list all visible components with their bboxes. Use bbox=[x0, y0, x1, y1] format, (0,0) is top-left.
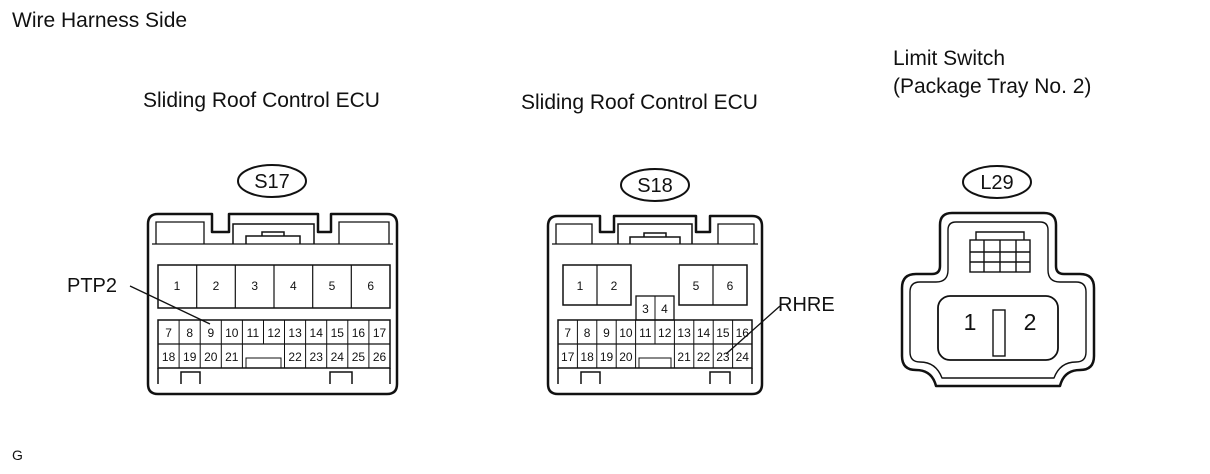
s18-pin-20: 20 bbox=[619, 350, 633, 364]
s18-callout-label: RHRE bbox=[778, 294, 835, 316]
s17-pin-24: 24 bbox=[331, 350, 345, 364]
s18-pin-22: 22 bbox=[697, 350, 711, 364]
s17-pin-5: 5 bbox=[329, 279, 336, 293]
l29-latch bbox=[969, 231, 1031, 273]
figure-code: G bbox=[12, 447, 23, 463]
s17-pin-21: 21 bbox=[225, 350, 239, 364]
s17-pin-9: 9 bbox=[207, 326, 214, 340]
l29-housing-inner bbox=[909, 221, 1087, 379]
s17-row2-dividers bbox=[178, 344, 370, 368]
s18-pin-8: 8 bbox=[584, 326, 591, 340]
s18-pin-9: 9 bbox=[603, 326, 610, 340]
s18-bottom-key bbox=[557, 368, 753, 384]
s17-pin-26: 26 bbox=[373, 350, 387, 364]
s17-pin-4: 4 bbox=[290, 279, 297, 293]
l29-connector: L29 1 2 bbox=[900, 165, 1096, 388]
l29-connector-name-line1: Limit Switch bbox=[893, 47, 1006, 70]
s17-top-pin-dividers bbox=[196, 265, 352, 308]
s18-pin-11: 11 bbox=[639, 326, 652, 340]
s17-pin-14: 14 bbox=[310, 326, 324, 340]
s18-pin-13: 13 bbox=[677, 326, 691, 340]
l29-pin-cavity bbox=[937, 295, 1059, 361]
s17-pin-7: 7 bbox=[165, 326, 172, 340]
s18-housing-inner-line bbox=[552, 223, 758, 245]
s17-pin-6: 6 bbox=[367, 279, 374, 293]
s17-bottom-key bbox=[157, 368, 391, 384]
s18-pin-7: 7 bbox=[564, 326, 571, 340]
s17-pin-23: 23 bbox=[310, 350, 324, 364]
s17-pin-20: 20 bbox=[204, 350, 218, 364]
s18-latch bbox=[617, 223, 693, 244]
s17-pin-19: 19 bbox=[183, 350, 197, 364]
l29-pin-1: 1 bbox=[964, 309, 977, 335]
s17-latch bbox=[232, 223, 315, 244]
s18-pin-10: 10 bbox=[619, 326, 633, 340]
s18-row1-dividers bbox=[576, 320, 734, 344]
s17-pin-17: 17 bbox=[373, 326, 387, 340]
s18-pin-24: 24 bbox=[736, 350, 750, 364]
s17-pin-2: 2 bbox=[213, 279, 220, 293]
s18-label-oval bbox=[620, 168, 690, 202]
s18-label: S18 bbox=[637, 175, 673, 197]
s18-pin-2: 2 bbox=[611, 279, 618, 293]
s17-pin-13: 13 bbox=[288, 326, 302, 340]
l29-connector-name-line2: (Package Tray No. 2) bbox=[893, 75, 1092, 98]
s17-pin-8: 8 bbox=[186, 326, 193, 340]
s17-pin-25: 25 bbox=[352, 350, 366, 364]
s17-pin-16: 16 bbox=[352, 326, 366, 340]
s18-pin-21: 21 bbox=[677, 350, 691, 364]
s18-pin-4: 4 bbox=[661, 302, 668, 316]
s18-pin-6: 6 bbox=[727, 279, 734, 293]
s18-pin-14: 14 bbox=[697, 326, 711, 340]
s17-housing-outline bbox=[146, 212, 399, 396]
s17-callout-label: PTP2 bbox=[67, 275, 117, 297]
s17-label: S17 bbox=[254, 171, 290, 193]
s17-pin-12: 12 bbox=[267, 326, 281, 340]
s17-pin-15: 15 bbox=[331, 326, 345, 340]
s18-pin-17: 17 bbox=[561, 350, 575, 364]
l29-label: L29 bbox=[980, 172, 1013, 194]
s17-pin-11: 11 bbox=[247, 326, 260, 340]
s18-pin-3: 3 bbox=[642, 302, 649, 316]
s18-pin-18: 18 bbox=[580, 350, 594, 364]
l29-label-oval bbox=[962, 165, 1032, 199]
s18-blank-cavity bbox=[638, 357, 672, 368]
s17-connector-name: Sliding Roof Control ECU bbox=[143, 89, 380, 112]
l29-pin-2: 2 bbox=[1024, 309, 1037, 335]
s18-pin-19: 19 bbox=[600, 350, 614, 364]
s17-label-oval bbox=[237, 164, 307, 198]
s18-pin-12: 12 bbox=[658, 326, 672, 340]
s18-connector-name: Sliding Roof Control ECU bbox=[521, 91, 758, 114]
s17-pin-1: 1 bbox=[174, 279, 181, 293]
s17-pin-10: 10 bbox=[225, 326, 239, 340]
s18-pin-15: 15 bbox=[716, 326, 730, 340]
s18-callout-line bbox=[725, 305, 781, 355]
s17-row1-dividers bbox=[178, 320, 370, 344]
s17-housing-inner-line bbox=[152, 221, 393, 245]
l29-housing-outer bbox=[900, 211, 1096, 388]
s18-pin-5: 5 bbox=[693, 279, 700, 293]
s17-connector: S17 1 2 3 4 5 6 bbox=[67, 164, 399, 396]
s17-pin-18: 18 bbox=[162, 350, 176, 364]
s18-row2-dividers bbox=[576, 344, 734, 368]
s17-callout-line bbox=[129, 285, 211, 325]
s18-pin-16: 16 bbox=[736, 326, 750, 340]
l29-center-rib bbox=[992, 309, 1006, 357]
s18-housing-outline bbox=[546, 214, 764, 396]
diagram-title: Wire Harness Side bbox=[12, 9, 188, 32]
s17-pin-22: 22 bbox=[288, 350, 302, 364]
s17-blank-cavity bbox=[245, 357, 282, 368]
s18-connector: S18 1 2 5 6 3 4 7 8 bbox=[546, 168, 835, 396]
s18-pin-1: 1 bbox=[577, 279, 584, 293]
s17-pin-3: 3 bbox=[251, 279, 258, 293]
